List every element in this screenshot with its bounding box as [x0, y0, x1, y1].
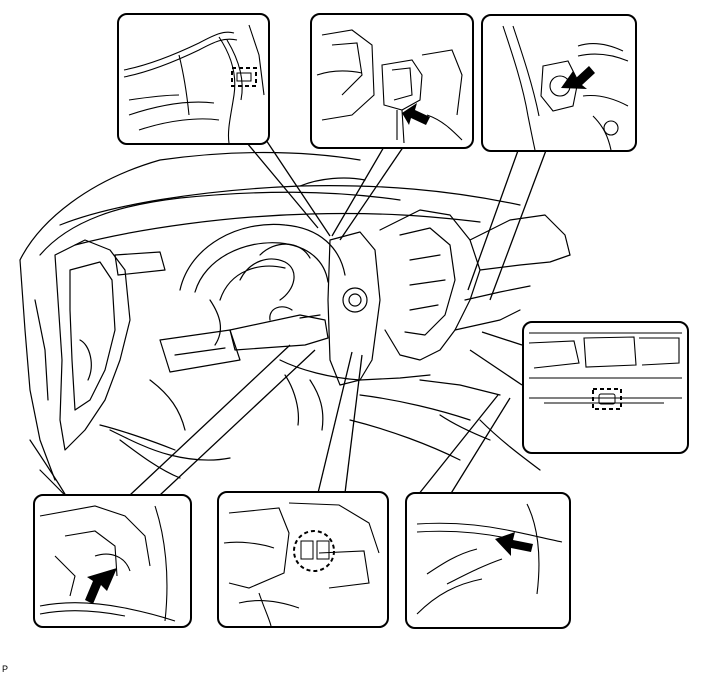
pointer-arrow [402, 103, 430, 125]
connector-location-box [231, 67, 257, 87]
callout-top-right [481, 14, 637, 152]
pointer-arrow [495, 532, 533, 556]
connector-location-circle [293, 530, 335, 572]
callout-top-left [117, 13, 270, 145]
callout-bottom-left [33, 494, 192, 628]
callout-bottom-center [217, 491, 389, 628]
callout-mid-right [522, 321, 689, 454]
callout-top-center [310, 13, 474, 149]
figure-code: P [2, 664, 9, 674]
connector-location-box [592, 388, 622, 410]
pointer-arrow [561, 66, 595, 89]
pointer-arrow [85, 568, 117, 604]
callout-bottom-right [405, 492, 571, 629]
